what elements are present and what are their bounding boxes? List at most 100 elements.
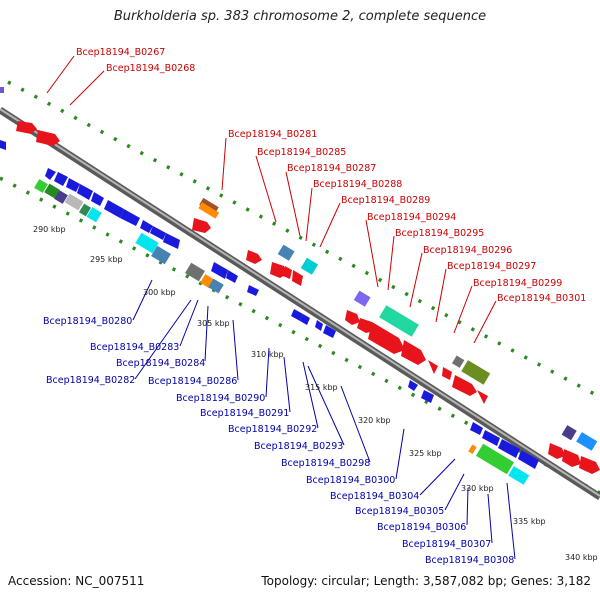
gene-feature[interactable] — [576, 432, 598, 451]
gene-feature[interactable] — [421, 390, 434, 403]
gene-feature[interactable] — [475, 443, 515, 475]
gene-label[interactable]: Bcep18194_B0284 — [116, 358, 205, 369]
gene-feature[interactable] — [45, 168, 56, 180]
gene-feature[interactable] — [368, 322, 405, 354]
gene-label[interactable]: Bcep18194_B0305 — [355, 506, 444, 517]
gene-feature[interactable] — [198, 202, 220, 219]
gene-feature[interactable] — [64, 193, 84, 211]
gene-label[interactable]: Bcep18194_B0286 — [148, 376, 237, 387]
gene-feature[interactable] — [86, 207, 102, 223]
gene-label[interactable]: Bcep18194_B0300 — [306, 475, 395, 486]
gene-feature[interactable] — [34, 179, 48, 193]
gene-feature[interactable] — [401, 340, 426, 365]
gene-label[interactable]: Bcep18194_B0307 — [402, 539, 491, 550]
gene-feature[interactable] — [283, 266, 292, 279]
gene-feature[interactable] — [185, 262, 205, 282]
gene-label[interactable]: Bcep18194_B0287 — [287, 163, 376, 174]
gene-label[interactable]: Bcep18194_B0268 — [106, 63, 195, 74]
gene-feature[interactable] — [477, 390, 488, 404]
gene-feature[interactable] — [104, 200, 124, 218]
gene-feature[interactable] — [66, 178, 80, 192]
gene-feature[interactable] — [247, 285, 259, 296]
scale-ticks: 290 kbp 295 kbp 300 kbp 305 kbp 310 kbp … — [33, 225, 598, 562]
gene-feature[interactable] — [300, 257, 319, 275]
gene-feature[interactable] — [44, 183, 60, 199]
gene-feature[interactable] — [226, 270, 238, 283]
gene-label[interactable]: Bcep18194_B0294 — [367, 212, 456, 223]
gene-feature[interactable] — [408, 380, 418, 391]
gene-label[interactable]: Bcep18194_B0283 — [90, 342, 179, 353]
gene-feature[interactable] — [353, 290, 371, 307]
gene-feature[interactable] — [36, 130, 60, 146]
gene-feature[interactable] — [78, 203, 92, 217]
gene-feature[interactable] — [0, 87, 4, 93]
reverse-strand-genes — [0, 140, 539, 485]
gene-label[interactable]: Bcep18194_B0267 — [76, 47, 165, 58]
gene-feature[interactable] — [451, 355, 465, 368]
gene-feature[interactable] — [548, 443, 565, 459]
gene-feature[interactable] — [323, 325, 336, 338]
gene-feature[interactable] — [163, 233, 180, 249]
gene-feature[interactable] — [135, 232, 159, 254]
gene-feature[interactable] — [315, 320, 323, 331]
gene-feature[interactable] — [428, 360, 438, 374]
gene-label[interactable]: Bcep18194_B0282 — [46, 375, 135, 386]
gene-feature[interactable] — [54, 172, 68, 186]
gene-feature[interactable] — [77, 184, 93, 200]
gene-label[interactable]: Bcep18194_B0295 — [395, 228, 484, 239]
gene-feature[interactable] — [518, 450, 539, 469]
gene-label[interactable]: Bcep18194_B0290 — [176, 393, 265, 404]
gene-feature[interactable] — [270, 262, 287, 278]
gene-feature[interactable] — [277, 244, 295, 261]
gene-feature[interactable] — [140, 220, 153, 233]
gene-feature[interactable] — [120, 209, 140, 226]
gene-feature[interactable] — [192, 218, 211, 233]
gene-feature[interactable] — [246, 250, 262, 264]
gene-label[interactable]: Bcep18194_B0285 — [257, 147, 346, 158]
gene-feature[interactable] — [357, 318, 374, 333]
gene-feature[interactable] — [300, 314, 310, 325]
gene-label[interactable]: Bcep18194_B0291 — [200, 408, 289, 419]
gene-feature[interactable] — [151, 245, 171, 265]
gene-label[interactable]: Bcep18194_B0301 — [497, 293, 586, 304]
gene-feature[interactable] — [442, 367, 452, 380]
gene-label[interactable]: Bcep18194_B0299 — [473, 278, 562, 289]
gene-feature[interactable] — [0, 140, 6, 150]
gene-feature[interactable] — [208, 278, 224, 294]
gene-feature[interactable] — [91, 192, 104, 206]
gene-feature[interactable] — [379, 305, 419, 337]
gene-feature[interactable] — [16, 121, 37, 134]
gene-label[interactable]: Bcep18194_B0280 — [43, 316, 132, 327]
gene-feature[interactable] — [150, 226, 166, 240]
gene-feature[interactable] — [292, 270, 303, 286]
gene-feature[interactable] — [579, 456, 600, 474]
gene-feature[interactable] — [508, 466, 530, 485]
gene-label[interactable]: Bcep18194_B0288 — [313, 179, 402, 190]
map-title: Burkholderia sp. 383 chromosome 2, compl… — [113, 9, 487, 24]
gene-feature[interactable] — [482, 430, 500, 446]
gene-label[interactable]: Bcep18194_B0304 — [330, 491, 419, 502]
gene-feature[interactable] — [470, 422, 483, 435]
gene-feature[interactable] — [498, 439, 520, 458]
scale-tick-label: 310 kbp — [251, 350, 284, 359]
gene-label[interactable]: Bcep18194_B0298 — [281, 458, 370, 469]
gene-feature[interactable] — [561, 425, 577, 441]
gene-label[interactable]: Bcep18194_B0297 — [447, 261, 536, 272]
gene-feature[interactable] — [562, 449, 581, 467]
gene-label[interactable]: Bcep18194_B0293 — [254, 441, 343, 452]
forward-strand-genes — [16, 121, 600, 474]
gene-feature[interactable] — [461, 360, 491, 385]
gene-feature[interactable] — [291, 309, 303, 321]
gene-label[interactable]: Bcep18194_B0306 — [377, 522, 466, 533]
gene-label[interactable]: Bcep18194_B0292 — [228, 424, 317, 435]
gene-feature[interactable] — [345, 310, 360, 325]
gene-label[interactable]: Bcep18194_B0308 — [425, 555, 514, 566]
gene-label[interactable]: Bcep18194_B0289 — [341, 195, 430, 206]
gene-feature[interactable] — [54, 190, 68, 204]
gene-label[interactable]: Bcep18194_B0281 — [228, 129, 317, 140]
gene-feature[interactable] — [468, 444, 477, 454]
gene-label[interactable]: Bcep18194_B0296 — [423, 245, 512, 256]
gene-feature[interactable] — [211, 262, 228, 279]
gene-feature[interactable] — [452, 375, 477, 396]
